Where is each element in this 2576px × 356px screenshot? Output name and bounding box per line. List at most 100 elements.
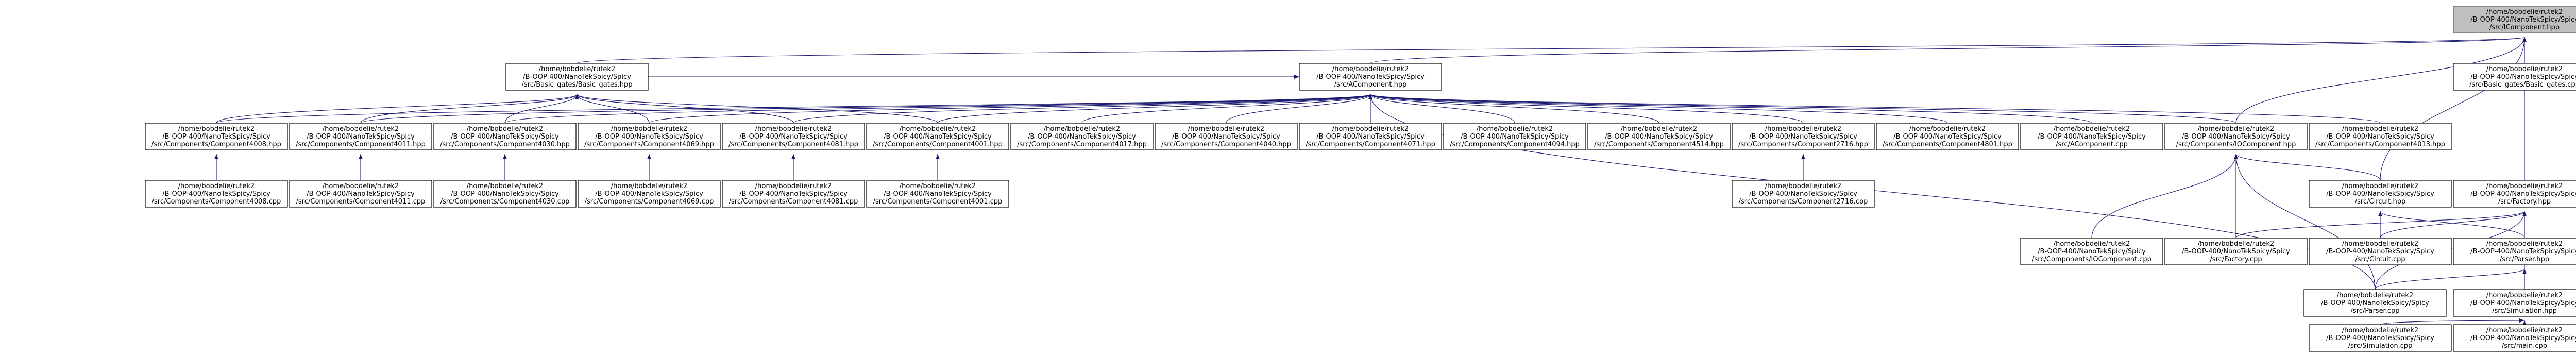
node-label-line: /home/bobdelie/rutek2 (755, 125, 832, 133)
node-simulation_hpp[interactable]: /home/bobdelie/rutek2/B-OOP-400/NanoTekS… (2453, 289, 2576, 317)
node-box (2303, 289, 2447, 317)
node-c4017_hpp[interactable]: /home/bobdelie/rutek2/B-OOP-400/NanoTekS… (1010, 123, 1154, 150)
node-box (2453, 238, 2576, 265)
node-box (1732, 180, 1875, 208)
node-basic_gates_hpp[interactable]: /home/bobdelie/rutek2/B-OOP-400/NanoTekS… (505, 63, 649, 91)
node-box (866, 123, 1009, 150)
node-c4069_hpp[interactable]: /home/bobdelie/rutek2/B-OOP-400/NanoTekS… (578, 123, 721, 150)
node-box (433, 180, 577, 208)
node-c4011_cpp[interactable]: /home/bobdelie/rutek2/B-OOP-400/NanoTekS… (289, 180, 432, 208)
node-simulation_cpp[interactable]: /home/bobdelie/rutek2/B-OOP-400/NanoTekS… (2309, 324, 2452, 352)
node-c4013_hpp[interactable]: /home/bobdelie/rutek2/B-OOP-400/NanoTekS… (2309, 123, 2452, 150)
node-label-line: /src/Circuit.hpp (2355, 198, 2405, 206)
node-box (2309, 238, 2452, 265)
node-c4801_hpp[interactable]: /home/bobdelie/rutek2/B-OOP-400/NanoTekS… (1876, 123, 2019, 150)
node-parser_cpp[interactable]: /home/bobdelie/rutek2/B-OOP-400/NanoTekS… (2303, 289, 2447, 317)
node-c4030_hpp[interactable]: /home/bobdelie/rutek2/B-OOP-400/NanoTekS… (433, 123, 577, 150)
edge-basic_gates_hpp-to-c4001_hpp (575, 94, 938, 124)
node-c4514_hpp[interactable]: /home/bobdelie/rutek2/B-OOP-400/NanoTekS… (1587, 123, 1731, 150)
edges-layer (214, 37, 2527, 326)
node-box (866, 180, 1009, 208)
node-label-line: /home/bobdelie/rutek2 (2486, 8, 2563, 16)
node-box (289, 180, 432, 208)
node-label-line: /src/Simulation.hpp (2492, 307, 2557, 315)
node-factory_hpp[interactable]: /home/bobdelie/rutek2/B-OOP-400/NanoTekS… (2453, 180, 2576, 208)
node-box (1732, 123, 1875, 150)
node-label-line: /src/Components/Component4081.cpp (729, 198, 858, 206)
node-label-line: /B-OOP-400/NanoTekSpicy/Spicy (1749, 190, 1857, 198)
node-label-line: /B-OOP-400/NanoTekSpicy/Spicy (884, 133, 992, 141)
node-label-line: /src/Components/Component4008.hpp (151, 141, 281, 148)
node-label-line: /B-OOP-400/NanoTekSpicy/Spicy (1172, 133, 1280, 141)
node-main_cpp[interactable]: /home/bobdelie/rutek2/B-OOP-400/NanoTekS… (2453, 324, 2576, 352)
node-label-line: /B-OOP-400/NanoTekSpicy/Spicy (1316, 133, 1425, 141)
node-c4030_cpp[interactable]: /home/bobdelie/rutek2/B-OOP-400/NanoTekS… (433, 180, 577, 208)
node-label-line: /B-OOP-400/NanoTekSpicy/Spicy (2326, 190, 2434, 198)
edge-root-to-basic_gates_hpp (577, 37, 2526, 64)
node-acomponent_hpp[interactable]: /home/bobdelie/rutek2/B-OOP-400/NanoTekS… (1299, 63, 1442, 91)
node-basic_gates_cpp[interactable]: /home/bobdelie/rutek2/B-OOP-400/NanoTekS… (2453, 63, 2576, 91)
node-label-line: /B-OOP-400/NanoTekSpicy/Spicy (2470, 73, 2576, 81)
node-box (505, 63, 649, 91)
node-box (2309, 180, 2452, 208)
edge-basic_gates_hpp-to-c4008_hpp (216, 94, 579, 124)
edge-basic_gates_hpp-to-c4081_hpp (575, 94, 794, 124)
edge-acomponent_hpp-to-c4094_hpp (1368, 94, 1515, 124)
node-parser_hpp[interactable]: /home/bobdelie/rutek2/B-OOP-400/NanoTekS… (2453, 238, 2576, 265)
node-iocomponent_cpp[interactable]: /home/bobdelie/rutek2/B-OOP-400/NanoTekS… (2020, 238, 2163, 265)
node-root[interactable]: /home/bobdelie/rutek2/B-OOP-400/NanoTekS… (2453, 6, 2576, 33)
node-c4001_hpp[interactable]: /home/bobdelie/rutek2/B-OOP-400/NanoTekS… (866, 123, 1009, 150)
node-box (2453, 63, 2576, 91)
node-label-line: /B-OOP-400/NanoTekSpicy/Spicy (2470, 190, 2576, 198)
node-label-line: /B-OOP-400/NanoTekSpicy/Spicy (307, 133, 415, 141)
node-box (1876, 123, 2019, 150)
node-label-line: /home/bobdelie/rutek2 (2486, 292, 2563, 299)
node-label-line: /src/Circuit.cpp (2355, 256, 2405, 263)
node-iocomponent_hpp[interactable]: /home/bobdelie/rutek2/B-OOP-400/NanoTekS… (2164, 123, 2308, 150)
node-label-line: /src/Components/Component4071.hpp (1306, 141, 1435, 148)
node-c2716_hpp[interactable]: /home/bobdelie/rutek2/B-OOP-400/NanoTekS… (1732, 123, 1875, 150)
node-box (578, 180, 721, 208)
node-c4040_hpp[interactable]: /home/bobdelie/rutek2/B-OOP-400/NanoTekS… (1155, 123, 1298, 150)
node-acomponent_cpp[interactable]: /home/bobdelie/rutek2/B-OOP-400/NanoTekS… (2020, 123, 2163, 150)
node-c4071_hpp[interactable]: /home/bobdelie/rutek2/B-OOP-400/NanoTekS… (1299, 123, 1442, 150)
node-box (722, 123, 865, 150)
node-factory_cpp[interactable]: /home/bobdelie/rutek2/B-OOP-400/NanoTekS… (2164, 238, 2308, 265)
node-c4094_hpp[interactable]: /home/bobdelie/rutek2/B-OOP-400/NanoTekS… (1443, 123, 1586, 150)
node-label-line: /home/bobdelie/rutek2 (1188, 125, 1264, 133)
node-circuit_hpp[interactable]: /home/bobdelie/rutek2/B-OOP-400/NanoTekS… (2309, 180, 2452, 208)
node-c4011_hpp[interactable]: /home/bobdelie/rutek2/B-OOP-400/NanoTekS… (289, 123, 432, 150)
edge-acomponent_hpp-to-c4011_hpp (360, 94, 1372, 124)
node-label-line: /src/AComponent.cpp (2056, 141, 2128, 148)
node-label-line: /home/bobdelie/rutek2 (900, 125, 976, 133)
node-label-line: /src/Components/Component4001.cpp (873, 198, 1003, 206)
node-label-line: /home/bobdelie/rutek2 (323, 182, 399, 190)
node-c4081_cpp[interactable]: /home/bobdelie/rutek2/B-OOP-400/NanoTekS… (722, 180, 865, 208)
nodes-layer: /home/bobdelie/rutek2/B-OOP-400/NanoTekS… (145, 6, 2576, 352)
node-box (2164, 238, 2308, 265)
node-box (2453, 289, 2576, 317)
node-c4008_hpp[interactable]: /home/bobdelie/rutek2/B-OOP-400/NanoTekS… (145, 123, 288, 150)
node-label-line: /B-OOP-400/NanoTekSpicy/Spicy (2038, 133, 2146, 141)
node-circuit_cpp[interactable]: /home/bobdelie/rutek2/B-OOP-400/NanoTekS… (2309, 238, 2452, 265)
edge-acomponent_hpp-to-c4013_hpp (1368, 94, 2381, 124)
node-box (1443, 123, 1586, 150)
edge-acomponent_hpp-to-c4801_hpp (1368, 94, 1948, 124)
node-label-line: /home/bobdelie/rutek2 (1621, 125, 1697, 133)
node-label-line: /src/Components/Component4001.hpp (873, 141, 1003, 148)
node-label-line: /B-OOP-400/NanoTekSpicy/Spicy (2038, 248, 2146, 256)
node-label-line: /home/bobdelie/rutek2 (1909, 125, 1986, 133)
edge-iocomponent_hpp-to-parser_cpp (2234, 154, 2376, 290)
edge-basic_gates_hpp-to-c4030_hpp (504, 94, 579, 124)
node-c4069_cpp[interactable]: /home/bobdelie/rutek2/B-OOP-400/NanoTekS… (578, 180, 721, 208)
node-label-line: /home/bobdelie/rutek2 (900, 182, 976, 190)
edge-acomponent_hpp-to-acomponent_cpp (1368, 94, 2092, 124)
node-c4001_cpp[interactable]: /home/bobdelie/rutek2/B-OOP-400/NanoTekS… (866, 180, 1009, 208)
node-box (1299, 63, 1442, 91)
node-c4008_cpp[interactable]: /home/bobdelie/rutek2/B-OOP-400/NanoTekS… (145, 180, 288, 208)
node-box (1010, 123, 1154, 150)
node-c4081_hpp[interactable]: /home/bobdelie/rutek2/B-OOP-400/NanoTekS… (722, 123, 865, 150)
edge-acomponent_hpp-to-c2716_hpp (1368, 94, 1804, 124)
node-box (145, 180, 288, 208)
node-c2716_cpp[interactable]: /home/bobdelie/rutek2/B-OOP-400/NanoTekS… (1732, 180, 1875, 208)
